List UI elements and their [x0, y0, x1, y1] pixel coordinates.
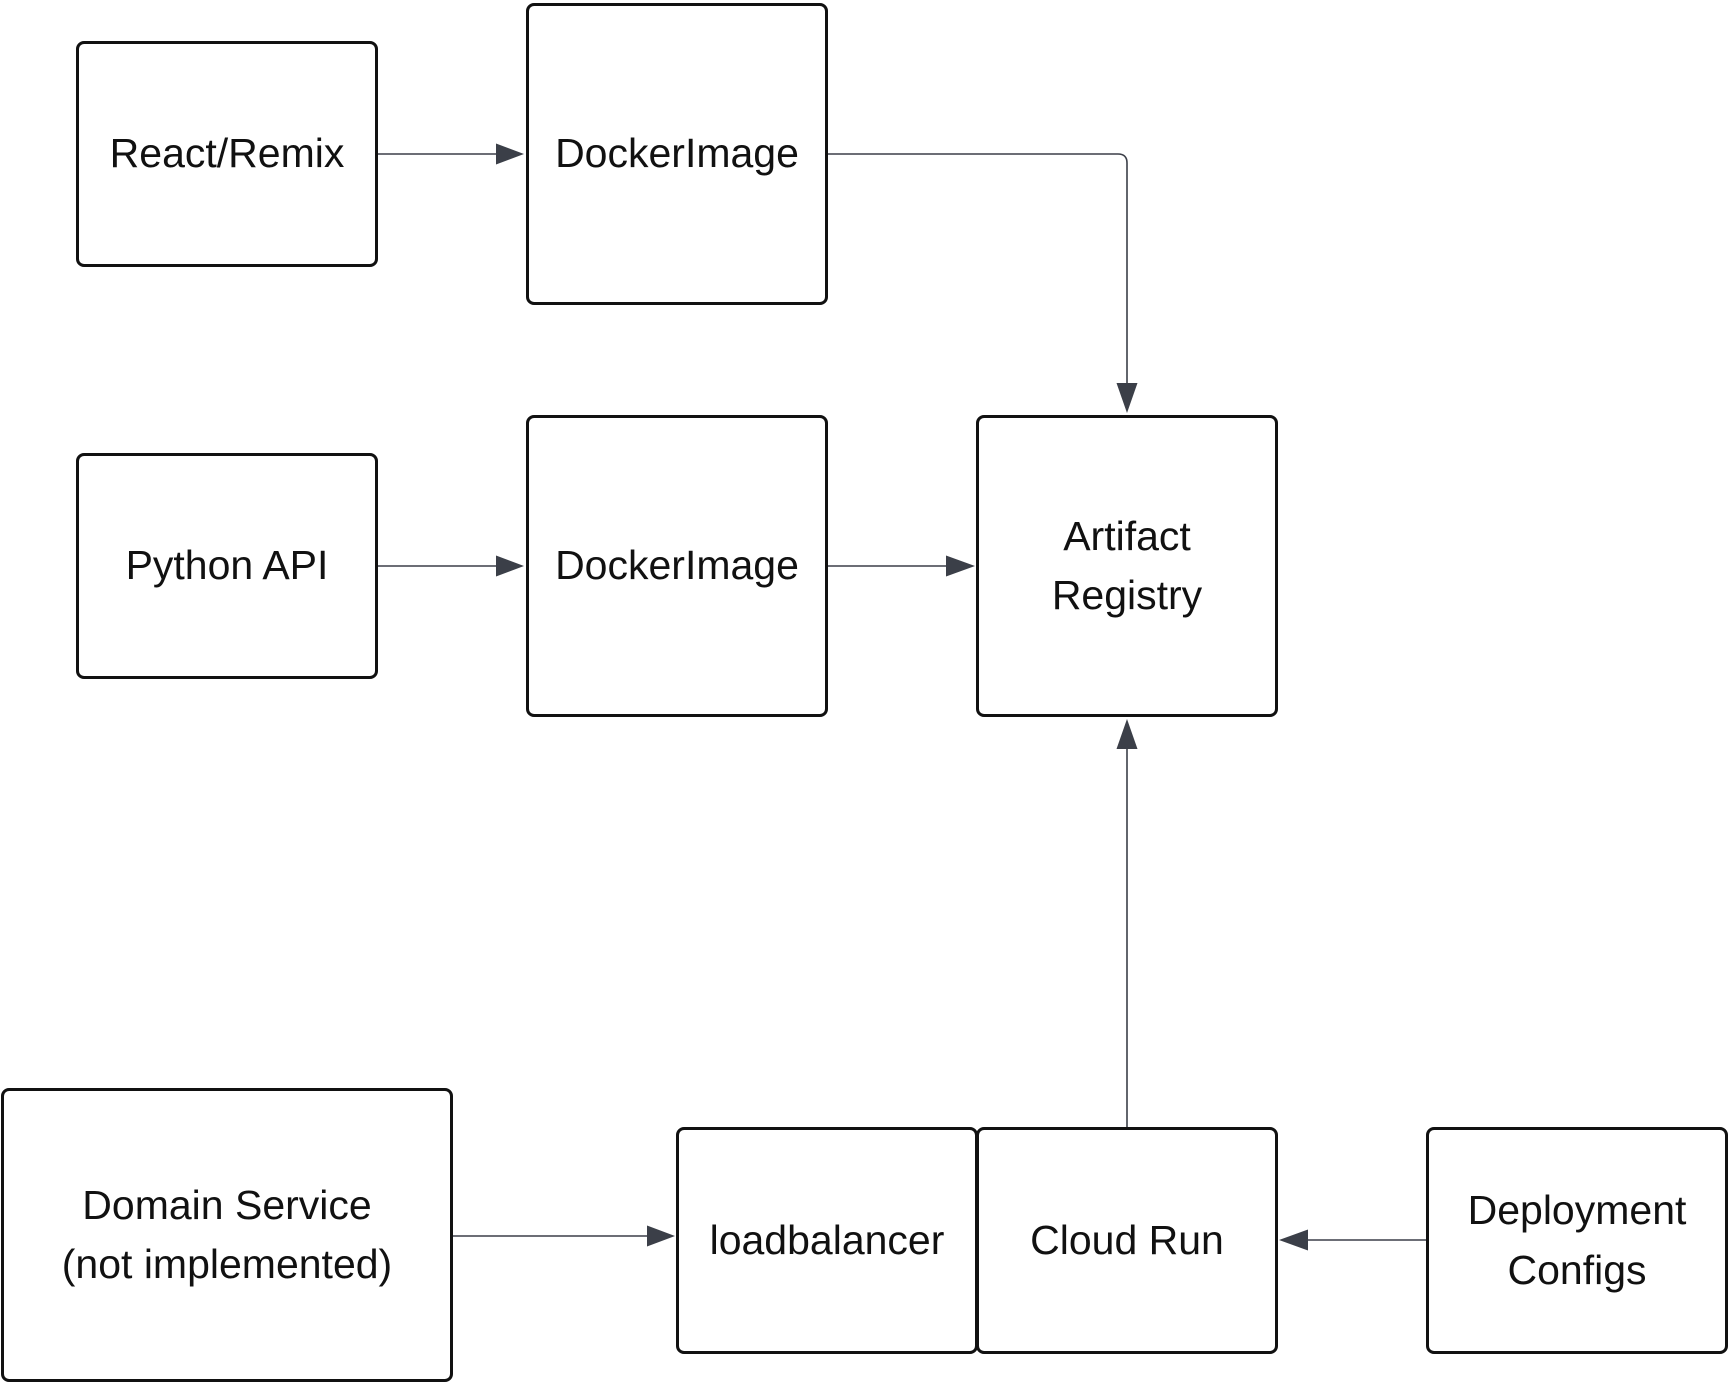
node-label-line: Registry: [1051, 572, 1203, 618]
node-label-line: Deployment: [1467, 1187, 1687, 1234]
node-label-line: (not implemented): [61, 1241, 393, 1287]
cloud-run-node: Cloud Run: [976, 1127, 1278, 1354]
node-label-line: React/Remix: [109, 130, 345, 177]
node-label-line: Cloud Run: [1030, 1216, 1224, 1263]
node-label: Domain Service (not implemented): [62, 1176, 392, 1295]
python-api-node: Python API: [76, 453, 378, 679]
node-label-line: DockerImage: [555, 542, 799, 589]
loadbalancer-node: loadbalancer: [676, 1127, 978, 1354]
docker-image-frontend-node: DockerImage: [526, 3, 828, 305]
docker-image-api-node: DockerImage: [526, 415, 828, 717]
edge-cloud-run-to-artifact-registry-arrowhead: [1116, 719, 1138, 749]
node-label-line: Domain Service: [82, 1181, 372, 1228]
edge-domain-service-to-loadbalancer-arrowhead: [647, 1225, 675, 1247]
node-label-line: Configs: [1507, 1246, 1647, 1293]
node-label: loadbalancer: [710, 1211, 945, 1270]
node-label: DockerImage: [555, 124, 799, 183]
node-label-line: loadbalancer: [709, 1216, 945, 1263]
node-label-line: Python API: [125, 542, 329, 589]
react-remix-node: React/Remix: [76, 41, 378, 267]
node-label-line: DockerImage: [555, 130, 799, 177]
edge-docker-image-frontend-to-artifact-registry: [828, 153, 1128, 383]
node-label: Python API: [126, 536, 329, 595]
edge-deployment-configs-to-cloud-run-arrowhead: [1279, 1229, 1308, 1251]
node-label: Cloud Run: [1030, 1211, 1224, 1270]
domain-service-node: Domain Service (not implemented): [1, 1088, 453, 1382]
edge-docker-image-frontend-to-artifact-registry-arrowhead: [1116, 383, 1138, 413]
edge-react-remix-to-docker-image-arrowhead: [496, 143, 524, 165]
edge-python-api-to-docker-image-arrowhead: [496, 555, 524, 577]
edge-docker-image-api-to-artifact-registry-arrowhead: [946, 555, 975, 577]
node-label: React/Remix: [110, 124, 345, 183]
node-label-line: Artifact: [1063, 512, 1191, 559]
node-label: DockerImage: [555, 536, 799, 595]
